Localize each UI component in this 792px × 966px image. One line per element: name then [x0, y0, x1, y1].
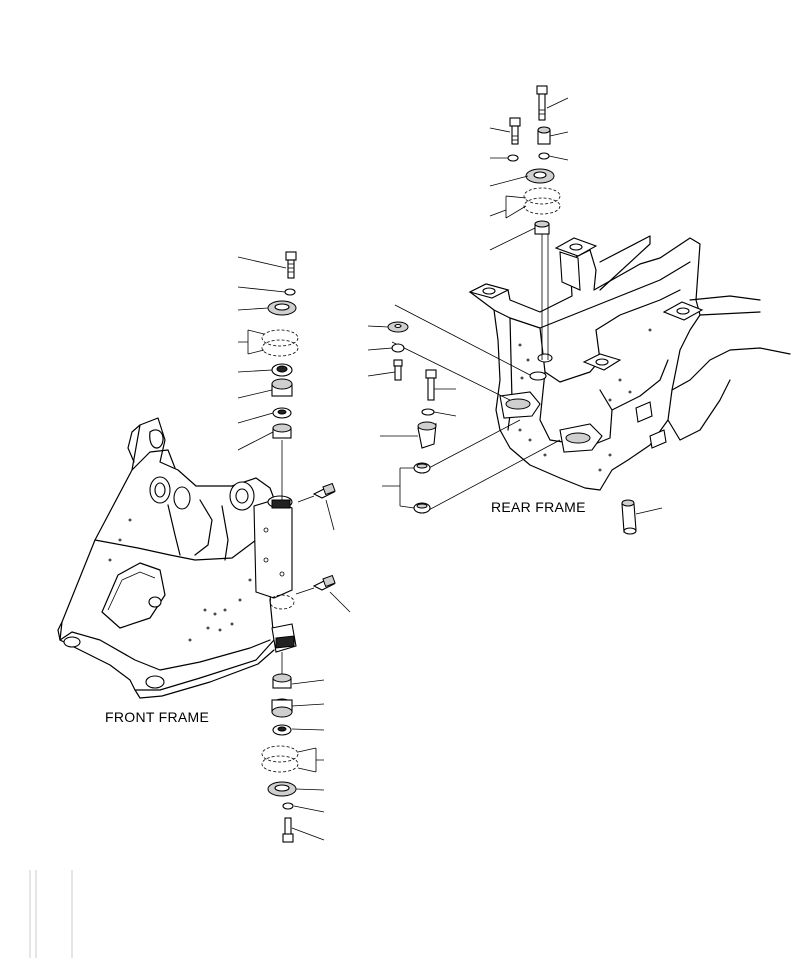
front-frame-drawing	[57, 417, 336, 699]
rear-side-parts	[387, 321, 437, 514]
rear-leader-lines	[367, 97, 663, 515]
front-leader-lines	[237, 256, 351, 841]
scan-artifacts	[29, 870, 73, 958]
rear-upper-pin-stack	[507, 85, 561, 235]
front-frame-label: FRONT FRAME	[105, 709, 210, 725]
rear-frame-drawing	[391, 234, 791, 535]
rear-frame-label: REAR FRAME	[491, 499, 586, 515]
grease-fitting-upper	[297, 482, 336, 503]
rear-frame-pin	[621, 499, 637, 535]
grease-fitting-lower	[295, 574, 336, 595]
front-upper-pin-stack	[261, 251, 299, 439]
front-lower-pin-stack	[261, 673, 299, 843]
